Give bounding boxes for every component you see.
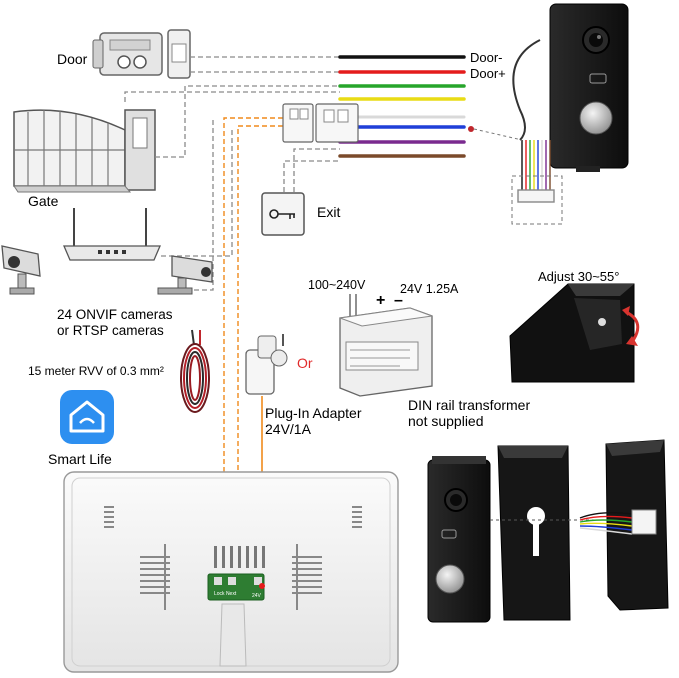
exit-button: Exit — [261, 192, 340, 236]
or-label: Or — [297, 355, 313, 371]
monitor-vents — [104, 506, 362, 610]
door-lock: Door — [57, 29, 191, 79]
panel-assembly — [427, 439, 669, 623]
angle-adjust: Adjust 30~55° — [509, 269, 640, 383]
din-label-2: not supplied — [408, 413, 484, 429]
door-label: Door — [57, 51, 88, 67]
din-transformer: 100~240V + – 24V 1.25A DIN rail transfor… — [308, 278, 530, 429]
voltage-in-label: 100~240V — [308, 278, 366, 292]
din-transformer-icon — [339, 294, 433, 397]
doorbell-panel-icon — [427, 456, 491, 623]
adapter-label-1: Plug-In Adapter — [265, 405, 362, 421]
doorbell-panel-icon — [549, 3, 629, 172]
gate: Gate — [13, 109, 156, 209]
camera-icon — [1, 245, 41, 295]
pcb-left-label: Lock Next — [214, 591, 237, 597]
door-plus-label: Door+ — [470, 66, 506, 81]
door-minus-label: Door- — [470, 50, 503, 65]
cable-label: 15 meter RVV of 0.3 mm² — [28, 364, 164, 378]
smart-life-icon — [60, 390, 114, 444]
monitor-top-slots — [214, 546, 265, 568]
minus-label: – — [394, 292, 403, 309]
cable-coil-icon — [180, 329, 210, 413]
cameras-label-1: 24 ONVIF cameras — [57, 307, 173, 322]
adapter-label-2: 24V/1A — [265, 421, 312, 437]
gate-icon — [13, 109, 156, 193]
plug-adapter-icon — [245, 334, 288, 395]
smart-life-app: Smart Life — [48, 390, 114, 467]
panel-wire-harness — [517, 140, 555, 203]
voltage-out-label: 24V 1.25A — [400, 282, 459, 296]
cameras-label-2: or RTSP cameras — [57, 323, 164, 338]
adjust-label: Adjust 30~55° — [538, 269, 619, 284]
gate-label: Gate — [28, 193, 59, 209]
pcb-right-label: 24V — [252, 593, 262, 599]
rain-hood-side — [579, 439, 669, 611]
rotate-arrow-icon — [622, 306, 640, 346]
plug-adapter: Or Plug-In Adapter 24V/1A — [245, 334, 362, 437]
outdoor-panel — [468, 3, 629, 225]
exit-label: Exit — [317, 204, 340, 220]
plus-label: + — [376, 292, 385, 309]
wire-bundle — [338, 55, 466, 158]
indoor-monitor: Lock Next 24V — [63, 471, 399, 673]
lock-icon — [92, 29, 191, 79]
orange-dashed-lines — [223, 117, 283, 548]
router-icon — [63, 208, 161, 261]
terminal-connector — [282, 103, 359, 143]
dashed-connections — [124, 56, 340, 291]
din-label-1: DIN rail transformer — [408, 397, 530, 413]
key-icon — [269, 209, 295, 219]
rain-hood-icon — [497, 445, 571, 621]
network-cameras: 24 ONVIF cameras or RTSP cameras — [1, 208, 213, 338]
smart-life-label: Smart Life — [48, 451, 112, 467]
camera-icon — [157, 255, 213, 295]
